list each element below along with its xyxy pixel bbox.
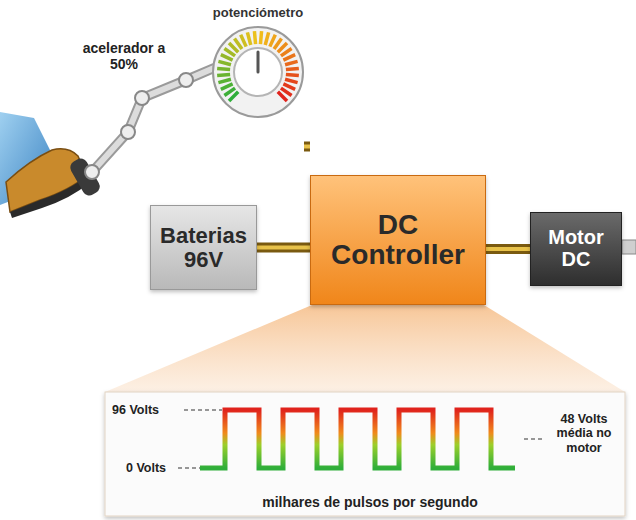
joint bbox=[135, 91, 149, 105]
zoom-beam bbox=[105, 305, 625, 392]
frequency-caption: milhares de pulsos por segundo bbox=[160, 494, 580, 510]
dial-tick bbox=[278, 92, 287, 101]
dial-label: potenciómetro bbox=[213, 5, 303, 20]
power-wire bbox=[304, 146, 310, 147]
power-wire bbox=[486, 249, 530, 250]
dial-tick bbox=[281, 48, 292, 55]
wire-outer bbox=[304, 142, 310, 152]
wire-inner bbox=[486, 247, 530, 251]
linkage bbox=[85, 68, 214, 179]
waveform-panel bbox=[105, 392, 625, 516]
dial-tick bbox=[234, 38, 241, 49]
joint bbox=[85, 165, 99, 179]
dial-tick bbox=[285, 61, 298, 64]
dial-tick bbox=[218, 61, 231, 64]
average-voltage: 48 Volts média no motor bbox=[548, 412, 620, 455]
dial-tick bbox=[224, 88, 235, 95]
voltage-level: 96 Volts bbox=[112, 403, 182, 417]
pwm-waveform bbox=[200, 410, 515, 468]
dial-tick bbox=[286, 68, 299, 69]
voltage-level: 0 Volts bbox=[126, 461, 178, 475]
box-label: Baterias 96V bbox=[160, 224, 247, 272]
dial-tick bbox=[283, 84, 295, 89]
joint bbox=[179, 73, 193, 87]
motor-box: Motor DC bbox=[530, 212, 622, 286]
dial-tick bbox=[221, 84, 233, 89]
level-guide bbox=[184, 409, 222, 411]
battery-box: Baterias 96V bbox=[150, 205, 257, 290]
level-guide bbox=[178, 467, 200, 469]
linkage-arm bbox=[92, 68, 214, 172]
pwm-signal bbox=[200, 410, 515, 468]
dial-body bbox=[213, 27, 303, 117]
wire-outer bbox=[486, 244, 530, 254]
joint bbox=[121, 125, 135, 139]
potentiometer-dial: potenciómetro bbox=[212, 26, 304, 118]
dial-tick bbox=[217, 68, 230, 69]
dial-tick bbox=[286, 74, 299, 75]
wire-inner bbox=[257, 246, 310, 250]
pedal-label: acelerador a 50% bbox=[78, 40, 170, 72]
dial-tick bbox=[218, 79, 231, 82]
linkage-arm bbox=[92, 68, 214, 172]
wire-inner bbox=[304, 145, 310, 149]
dial-tick bbox=[247, 32, 250, 45]
average-guide bbox=[524, 438, 545, 440]
dial-tick bbox=[241, 35, 246, 47]
wire-outer bbox=[257, 243, 310, 253]
power-wire bbox=[257, 247, 310, 248]
dial-tick bbox=[217, 74, 230, 75]
box-label: DC Controller bbox=[331, 210, 465, 270]
dial-tick bbox=[260, 31, 261, 44]
controller-box: DC Controller bbox=[310, 175, 486, 305]
dial-tick bbox=[285, 79, 298, 82]
dial-tick bbox=[270, 35, 275, 47]
box-label: Motor DC bbox=[548, 227, 604, 270]
motor-shaft bbox=[622, 240, 636, 254]
dial-tick bbox=[254, 31, 255, 44]
dial-tick bbox=[265, 32, 268, 45]
dial-knob bbox=[234, 48, 282, 96]
dial-pointer bbox=[257, 52, 260, 72]
dial-tick bbox=[283, 55, 295, 60]
dial-tick bbox=[221, 55, 233, 60]
dial-graphic bbox=[212, 26, 304, 118]
